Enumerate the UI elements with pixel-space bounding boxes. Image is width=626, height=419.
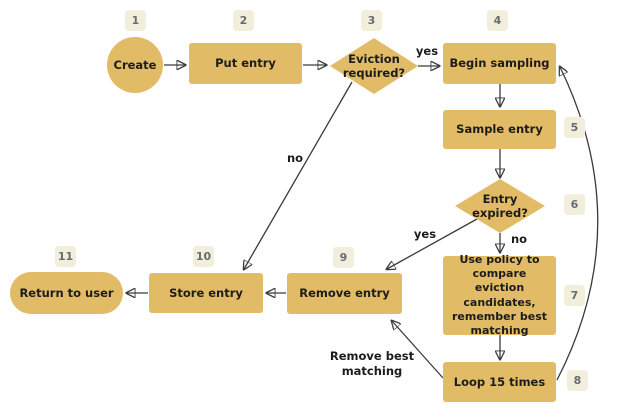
- step-badge-6: 6: [564, 194, 585, 215]
- node-create-label: Create: [113, 57, 157, 72]
- diamond-shape: [330, 38, 418, 94]
- step-badge-7: 7: [564, 285, 585, 306]
- node-return-to-user-label: Return to user: [19, 285, 114, 300]
- step-badge-9: 9: [333, 247, 354, 268]
- node-create: Create: [107, 37, 163, 93]
- edge-label-expired-yes: yes: [413, 227, 437, 241]
- node-sample-entry-label: Sample entry: [456, 122, 543, 137]
- node-put-entry: Put entry: [189, 43, 302, 84]
- node-use-policy-label: Use policy to compare eviction candidate…: [452, 252, 547, 338]
- step-badge-1: 1: [125, 10, 146, 31]
- node-remove-entry: Remove entry: [287, 273, 402, 314]
- step-badge-2: 2: [233, 10, 254, 31]
- node-put-entry-label: Put entry: [215, 56, 276, 71]
- edge-loop-to-remove: [392, 321, 444, 379]
- edge-label-eviction-no: no: [286, 151, 304, 165]
- edge-label-expired-no: no: [510, 232, 528, 246]
- node-begin-sampling-label: Begin sampling: [449, 56, 550, 71]
- step-badge-4: 4: [487, 10, 508, 31]
- node-entry-expired: Entry expired?: [455, 179, 545, 233]
- diamond-shape: [455, 179, 545, 233]
- node-sample-entry: Sample entry: [443, 110, 556, 149]
- edge-label-remove-best-matching: Remove best matching: [329, 349, 415, 378]
- node-use-policy: Use policy to compare eviction candidate…: [443, 253, 556, 337]
- node-return-to-user: Return to user: [10, 272, 123, 314]
- step-badge-3: 3: [361, 10, 382, 31]
- node-loop-15-times-label: Loop 15 times: [453, 374, 546, 389]
- step-badge-11: 11: [55, 246, 76, 267]
- node-store-entry-label: Store entry: [169, 285, 243, 300]
- step-badge-10: 10: [193, 246, 214, 267]
- node-eviction-required-label: Eviction required?: [342, 51, 406, 80]
- edge-label-eviction-yes: yes: [415, 44, 439, 58]
- node-remove-entry-label: Remove entry: [299, 286, 390, 301]
- edge-loop-back-to-sampling: [556, 67, 599, 381]
- node-eviction-required: Eviction required?: [330, 38, 418, 94]
- step-badge-5: 5: [564, 117, 585, 138]
- node-begin-sampling: Begin sampling: [443, 43, 556, 84]
- edge-expired-yes-to-remove: [387, 218, 478, 269]
- node-entry-expired-label: Entry expired?: [472, 191, 528, 220]
- step-badge-8: 8: [567, 370, 588, 391]
- edge-eviction-no-to-store: [244, 81, 353, 269]
- node-store-entry: Store entry: [149, 273, 263, 313]
- node-loop-15-times: Loop 15 times: [443, 362, 556, 402]
